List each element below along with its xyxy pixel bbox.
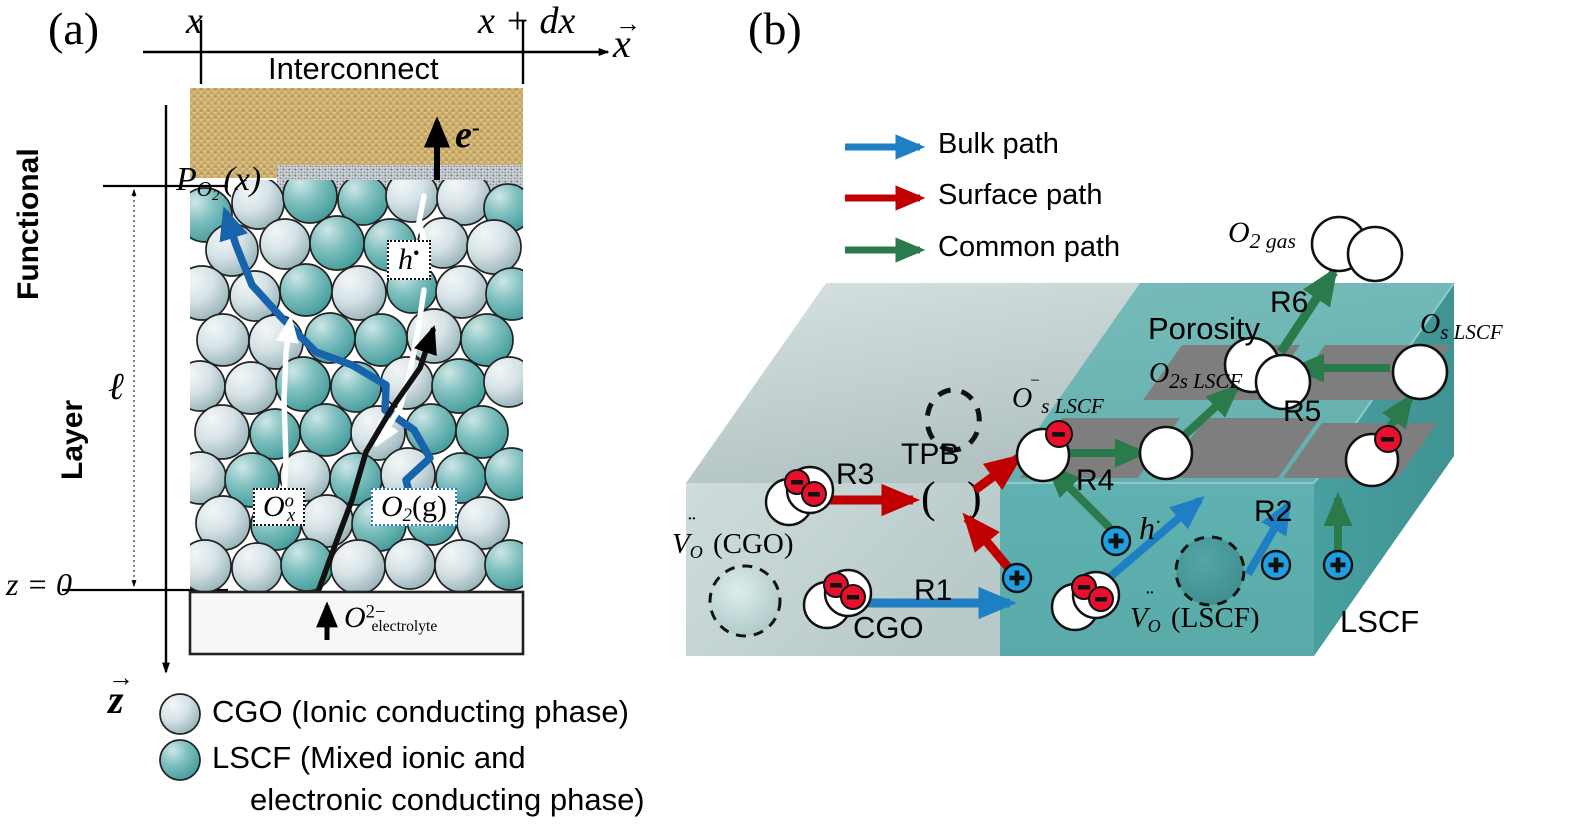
adsorbed-oxygen-top-right: [1391, 343, 1449, 401]
vacancy-lscf-circle: [1174, 535, 1246, 607]
vacancy-cgo-label: V¨O (CGO): [672, 512, 794, 563]
legend-label-lscf-cont: electronic conducting phase): [250, 782, 645, 817]
hole-badge-r2: [1260, 549, 1292, 581]
adsorbed-oxygen-middle: [1138, 425, 1194, 481]
panel-a: [62, 20, 610, 781]
hole-badge-tpb: [1001, 562, 1033, 594]
functional-layer-label: Functional: [12, 148, 45, 300]
panel-a-tag: (a): [48, 3, 100, 54]
vacancy-lscf-label: V¨O (LSCF): [1130, 586, 1260, 637]
arrow-hole-to-surface-site: [1045, 463, 1113, 531]
interconnect-label: Interconnect: [268, 51, 439, 86]
thickness-label: ℓ: [108, 366, 124, 408]
oxygen-ion-cgo-lower: [802, 568, 873, 630]
lattice-oxygen-path: [283, 322, 290, 515]
hole-species-box: h•: [387, 240, 431, 280]
legend-label-cgo: CGO (Ionic conducting phase): [212, 694, 629, 729]
oxygen-ion-lscf-bulk: [1050, 570, 1121, 632]
panel-b-tag: (b): [748, 3, 802, 54]
species-label-os-lscf-minus: O− s LSCF: [1012, 372, 1104, 418]
legend-marker-cgo: [159, 693, 201, 735]
electrolyte-ion-label: O2−electrolyte: [344, 601, 438, 636]
z-axis-arrow-label: → z: [108, 663, 134, 722]
legend-label-common-path: Common path: [938, 231, 1121, 263]
step-label-r2: R2: [1254, 495, 1293, 528]
cgo-block-label: CGO: [853, 610, 924, 645]
adsorbed-o2-pair: [1223, 336, 1312, 411]
oxygen-ion-cgo-upper: [764, 465, 835, 527]
x-tick-left-label: x: [186, 0, 203, 42]
tpb-bracket-right: ): [967, 473, 982, 522]
adsorbed-oxygen-right-lscf: [1344, 425, 1402, 488]
z-zero-label: z = 0: [6, 566, 73, 602]
step-label-r4: R4: [1076, 464, 1115, 497]
tpb-label: TPB: [901, 438, 960, 471]
hole-badge-surface: [1100, 525, 1132, 557]
adsorbed-oxygen-left: [1015, 420, 1073, 483]
legend-marker-lscf: [159, 739, 201, 781]
hole-label-b: h·: [1139, 510, 1162, 546]
electron-path-bed: [315, 325, 437, 595]
step-label-r6: R6: [1270, 286, 1309, 319]
vacancy-cgo-circle: [708, 564, 782, 638]
arrow-r2-short: [1244, 499, 1292, 577]
x-axis-arrow-label: → x: [613, 9, 641, 66]
lattice-oxygen-species-box: Oox: [253, 488, 306, 526]
lscf-block-label: LSCF: [1340, 604, 1420, 639]
oxygen-gas-species-box: O2(g): [371, 488, 457, 526]
legend-label-bulk-path: Bulk path: [938, 128, 1059, 160]
hole-path-lower: [378, 287, 427, 442]
x-axis: [143, 20, 610, 84]
species-label-os-lscf: Os LSCF: [1420, 309, 1503, 344]
step-label-r3: R3: [836, 458, 875, 491]
porosity-label: Porosity: [1148, 311, 1260, 346]
hole-badge-right: [1322, 549, 1354, 581]
arrow-r6: [1277, 266, 1338, 355]
step-label-r1: R1: [914, 574, 953, 607]
arrow-hole-to-tpb: [962, 512, 1016, 575]
legend-label-surface-path: Surface path: [938, 179, 1103, 211]
tpb-dashed-circle: [924, 387, 982, 453]
species-label-o2s-lscf: O2s LSCF: [1149, 358, 1243, 393]
functional-layer-label-2: Layer: [56, 399, 89, 480]
species-label-o2-gas: O2 gas: [1228, 216, 1296, 254]
po2-label: PO2(x): [176, 161, 262, 205]
step-label-r5: R5: [1283, 395, 1322, 428]
o2-gas-path: [219, 206, 434, 520]
interconnect-block: [190, 88, 523, 178]
electrolyte-box: [188, 590, 525, 656]
tpb-bracket-left: (: [921, 473, 936, 522]
x-tick-right-label: x + dx: [478, 0, 576, 42]
o2-gas-molecule: [1310, 215, 1404, 283]
electron-label: e-: [455, 114, 480, 156]
arrow-r3-to-surface: [972, 453, 1024, 494]
panel-b: ( ): [686, 134, 1455, 656]
legend-label-lscf: LSCF (Mixed ionic and: [212, 740, 526, 775]
